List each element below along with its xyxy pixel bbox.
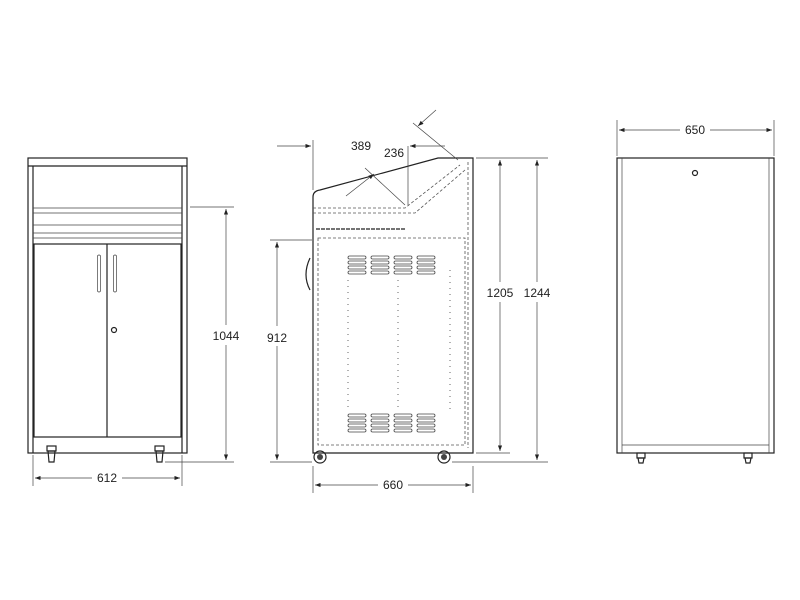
caster-right (743, 452, 753, 464)
vents-top (347, 255, 436, 275)
vents-bottom (347, 413, 436, 433)
dim-front-height: 1044 (213, 329, 240, 343)
caster-left (636, 452, 646, 464)
front-view: 1044 612 (27, 157, 240, 486)
lock-icon (110, 326, 118, 334)
dim-side-depth: 660 (383, 478, 403, 492)
dim-front-width: 612 (97, 471, 117, 485)
dim-side-lower-height: 912 (267, 331, 287, 345)
dim-slope-depth: 389 (351, 139, 371, 153)
door-handle-left (97, 254, 101, 293)
lock-icon (691, 169, 699, 177)
dim-side-total-height: 1244 (524, 286, 551, 300)
side-view: 912 1205 1244 660 389 236 (267, 109, 551, 493)
caster-left (46, 445, 57, 463)
door-handle-right (113, 254, 117, 293)
caster-right (154, 445, 165, 463)
caster-left (313, 450, 327, 464)
back-view: 650 (616, 120, 775, 464)
dim-back-width: 650 (685, 123, 705, 137)
dim-side-body-height: 1205 (487, 286, 514, 300)
caster-right (437, 450, 451, 464)
dim-top-flat: 236 (384, 146, 404, 160)
